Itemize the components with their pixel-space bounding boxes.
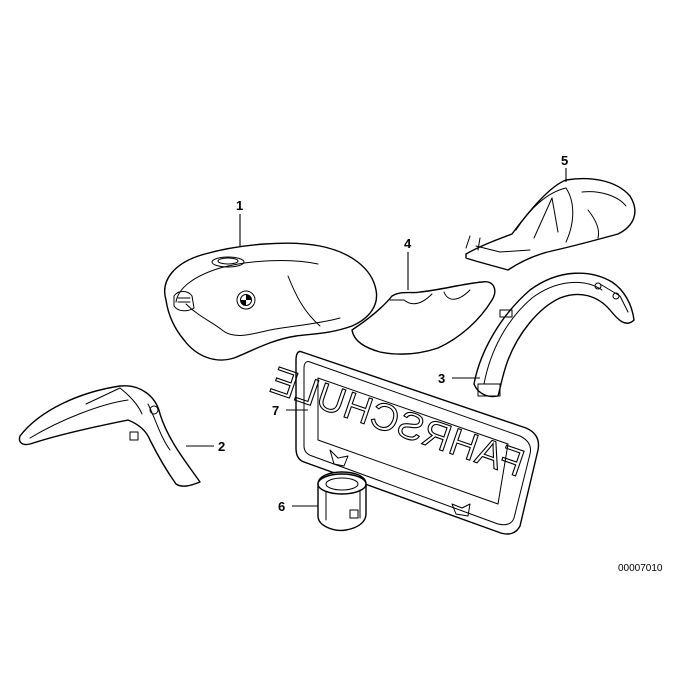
callout-3: 3 [438, 371, 445, 386]
front-mudguard [18, 385, 201, 487]
leader-lines [186, 168, 567, 507]
callout-1: 1 [236, 198, 243, 213]
callout-5: 5 [561, 153, 568, 168]
callout-2: 2 [218, 439, 225, 454]
side-cover [351, 281, 496, 355]
grommet [317, 471, 367, 532]
rear-mudguard [473, 272, 635, 398]
callout-7: 7 [272, 403, 279, 418]
fuel-tank [164, 242, 378, 361]
seat-cowl [465, 177, 636, 271]
bmw-logo-icon [236, 290, 256, 310]
callout-6: 6 [278, 499, 285, 514]
part-number: 00007010 [618, 563, 663, 574]
callout-4: 4 [404, 236, 412, 251]
